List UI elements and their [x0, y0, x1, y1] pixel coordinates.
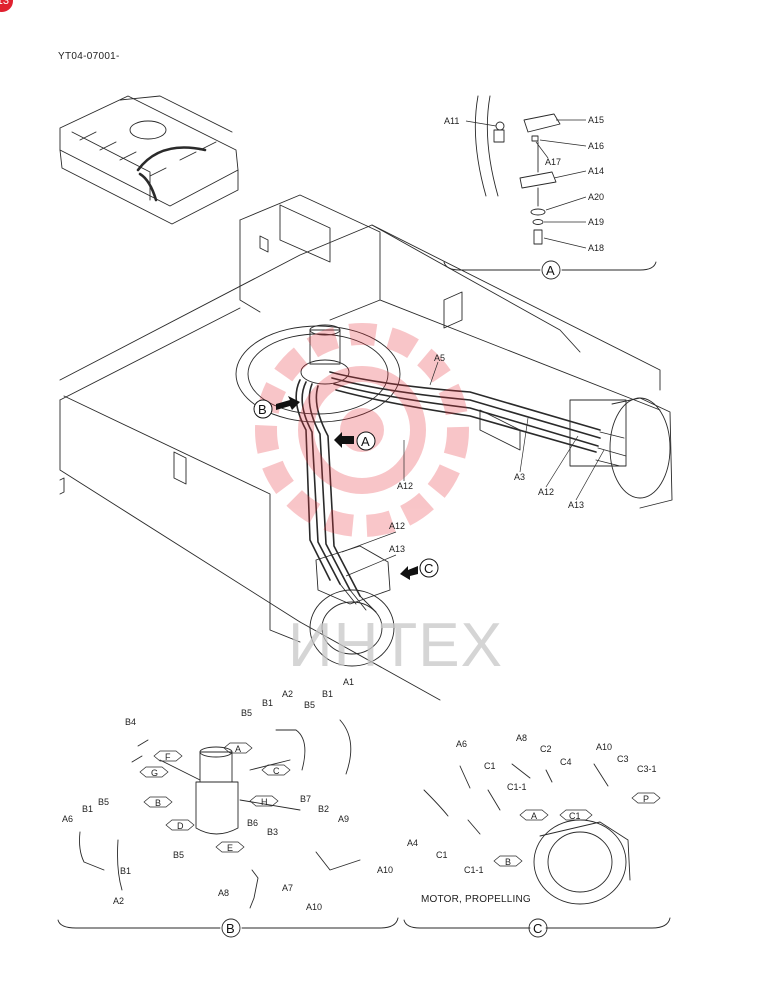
callout-detail-c: C2: [540, 744, 552, 754]
marker-a-main: A: [334, 431, 376, 451]
callout-detail-b: A2: [113, 896, 124, 906]
callout-main: A12: [397, 481, 413, 491]
callout-detail-c: A8: [516, 733, 527, 743]
callout-detail-a: A18: [588, 243, 604, 253]
callout-main: A12: [538, 487, 554, 497]
svg-text:B: B: [258, 402, 267, 417]
callout-detail-c: C1: [484, 761, 496, 771]
callout-main: A13: [568, 500, 584, 510]
detail-a-marker: A: [546, 263, 555, 278]
callout-detail-b: B5: [98, 797, 109, 807]
callout-detail-b: B5: [241, 708, 252, 718]
callout-detail-a: A15: [588, 115, 604, 125]
callout-detail-b: A8: [218, 888, 229, 898]
left-drive-motor: [309, 545, 395, 667]
hose-tag: B: [155, 798, 161, 808]
callout-detail-b: B1: [82, 804, 93, 814]
svg-text:A: A: [361, 434, 370, 449]
callout-detail-c: C3: [617, 754, 629, 764]
callout-detail-b: A7: [282, 883, 293, 893]
callout-detail-a: A11: [444, 116, 459, 126]
detail-a-clamp-assembly: [443, 95, 657, 280]
callout-detail-c: C1-1: [464, 865, 484, 875]
callout-detail-b: B1: [120, 866, 131, 876]
callout-detail-b: B4: [125, 717, 136, 727]
callout-detail-b: A6: [62, 814, 73, 824]
hose-tags-c: [493, 792, 661, 867]
callout-detail-c: C3-1: [637, 764, 657, 774]
right-drive-motor: [569, 397, 673, 509]
hose-tag: B: [505, 857, 511, 867]
hose-tags-b: [139, 742, 291, 853]
callout-detail-b: B2: [318, 804, 329, 814]
callout-detail-b: B1: [322, 689, 333, 699]
callout-main: A12: [389, 521, 405, 531]
svg-text:C: C: [424, 561, 433, 576]
hose-tag: E: [227, 843, 233, 853]
detail-b-swivel-fittings: [57, 719, 399, 938]
callout-detail-b: B6: [247, 818, 258, 828]
callout-detail-b: A10: [377, 865, 393, 875]
detail-c-motor-fittings: [403, 763, 671, 938]
callout-main: A5: [434, 353, 445, 363]
callout-detail-c: A10: [596, 742, 612, 752]
callout-detail-b: A1: [343, 677, 354, 687]
motor-propelling-caption: MOTOR, PROPELLING: [421, 894, 531, 905]
swing-bearing: [235, 324, 401, 423]
callout-main: A3: [514, 472, 525, 482]
callout-detail-b: B3: [267, 827, 278, 837]
hose-tag: A: [531, 811, 537, 821]
callout-detail-b: A2: [282, 689, 293, 699]
callout-main: A13: [389, 544, 405, 554]
callout-detail-a: A14: [588, 166, 604, 176]
hose-tag: A: [235, 744, 241, 754]
detail-b-marker: B: [226, 921, 235, 936]
callout-detail-b: B5: [173, 850, 184, 860]
machine-overview-inset: [59, 95, 239, 225]
hose-tag: F: [165, 752, 171, 762]
hose-tag: P: [643, 794, 649, 804]
callout-detail-b: A10: [306, 902, 322, 912]
hose-tag: C: [273, 766, 280, 776]
callout-detail-b: A9: [338, 814, 349, 824]
callout-detail-a: A17: [545, 157, 561, 167]
callout-detail-b: B7: [300, 794, 311, 804]
hose-tag: G: [151, 768, 158, 778]
callout-detail-b: B1: [262, 698, 273, 708]
callout-detail-b: B5: [304, 700, 315, 710]
hose-tag: H: [261, 797, 268, 807]
callout-detail-c: A6: [456, 739, 467, 749]
callout-detail-c: C4: [560, 757, 572, 767]
callout-detail-c: C1: [436, 850, 448, 860]
callout-detail-a: A20: [588, 192, 604, 202]
callout-detail-a: A16: [588, 141, 604, 151]
marker-c-main: C: [400, 558, 439, 580]
callout-detail-a: A19: [588, 217, 604, 227]
watermark-logo: [255, 323, 469, 537]
hose-bundle-main: [295, 371, 601, 597]
callout-detail-c: A4: [407, 838, 418, 848]
detail-c-marker: C: [533, 921, 542, 936]
watermark-text: ИНТЕХ: [288, 611, 503, 680]
marker-b-main: B: [253, 396, 300, 419]
hose-tag: D: [177, 821, 184, 831]
document-code: YT04-07001-: [58, 51, 120, 62]
hose-tag: C1: [569, 811, 581, 821]
callout-detail-c: C1-1: [507, 782, 527, 792]
